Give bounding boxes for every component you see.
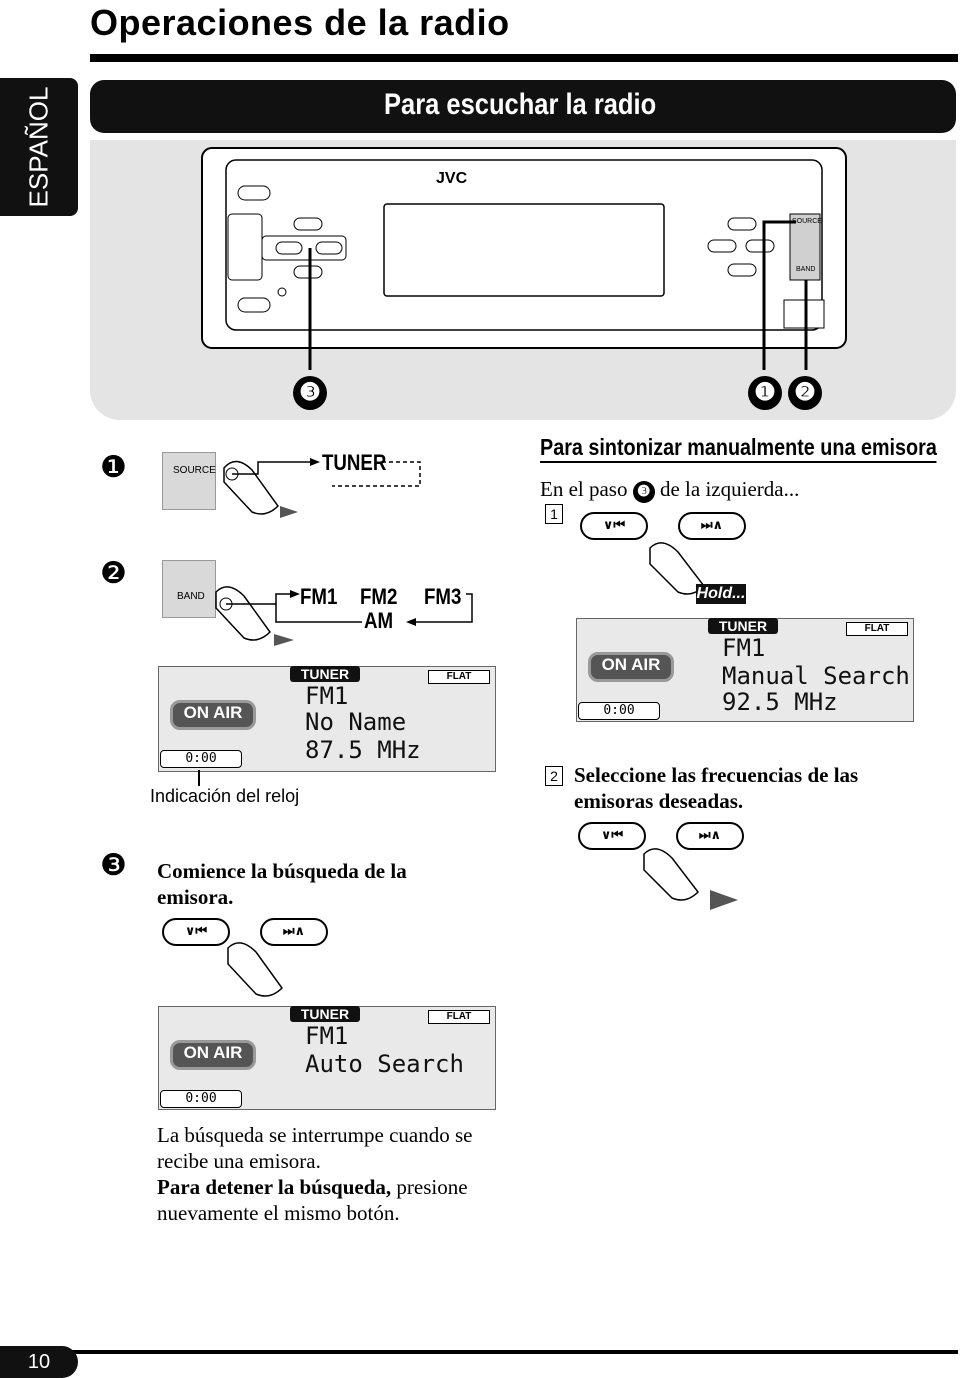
lcd2-clock: 0:00 [160, 750, 242, 768]
clock-pointer-line [198, 770, 200, 786]
manual2-up-button[interactable]: ⏭∧ [676, 822, 744, 850]
fm3-label: FM3 [424, 584, 462, 609]
section-title: Para escuchar la radio [383, 88, 656, 121]
lcd2-line1: FM1 [305, 682, 349, 710]
lcd2-tuner-label: TUNER [290, 666, 360, 682]
car-stereo-illustration [201, 147, 847, 370]
manual2-finger-arrow [643, 848, 738, 910]
lcdm-on-air-icon: ON AIR [588, 652, 674, 682]
clock-caption: Indicación del reloj [150, 786, 300, 806]
lcd3-tuner-label: TUNER [290, 1006, 360, 1022]
callout-step2: ❷ [788, 376, 822, 410]
unit-source-label: SOURCE [792, 218, 822, 225]
step3-note1: La búsqueda se interrumpe cuando se reci… [157, 1123, 473, 1173]
tuner-sequence-label: TUNER [322, 450, 387, 475]
step2-finger-arrows [215, 586, 473, 646]
step3-number: ❸ [100, 849, 127, 882]
band-key-label: BAND [177, 591, 205, 602]
band-key: BAND [162, 560, 216, 618]
callout-step3: ❸ [293, 376, 327, 410]
lcdm-line2: Manual Search [722, 662, 910, 690]
manual-intro-step: ❸ [632, 481, 655, 503]
language-tab: ESPAÑOL [0, 78, 78, 216]
lcdm-line3: 92.5 MHz [722, 688, 838, 716]
seek-down-button[interactable]: ∨⏮ [162, 918, 230, 946]
callout-step1: ❶ [748, 376, 782, 410]
page-number: 10 [0, 1346, 78, 1378]
step3-text: Comience la búsqueda de la emisora. [157, 859, 407, 909]
source-key: SOURCE [162, 452, 216, 510]
lcd3-flat-label: FLAT [428, 1010, 490, 1024]
seek-up-button[interactable]: ⏭∧ [260, 918, 328, 946]
lcdm-line1: FM1 [722, 634, 766, 662]
footer-rule [40, 1350, 958, 1354]
lcd3-line1: FM1 [305, 1022, 349, 1050]
step3-note2-bold: Para detener la búsqueda, [157, 1175, 392, 1199]
hold-badge: Hold... [696, 584, 746, 604]
step2-number: ❷ [100, 557, 127, 590]
fm1-label: FM1 [300, 584, 338, 609]
substep2-number: 2 [545, 766, 563, 786]
lcd3-line2: Auto Search [305, 1050, 464, 1078]
page-title: Operaciones de la radio [90, 2, 510, 43]
fm2-label: FM2 [360, 584, 398, 609]
manual-tuning-heading: Para sintonizar manualmente una emisora [540, 434, 937, 463]
manual-intro-post: de la izquierda... [654, 477, 800, 501]
step3-note2: Para detener la búsqueda, presione nueva… [157, 1174, 497, 1226]
lcd2-on-air-icon: ON AIR [170, 700, 256, 730]
unit-band-label: BAND [796, 266, 816, 273]
step3-note2-rest: presione nuevamente el mismo botón. [157, 1175, 468, 1225]
lcd2-flat-label: FLAT [428, 670, 490, 684]
step1-finger-arrows [223, 458, 421, 518]
step3-finger-icon [227, 942, 283, 997]
lcd2-line3: 87.5 MHz [305, 736, 421, 764]
substep1-number: 1 [545, 504, 563, 524]
manual-up-button[interactable]: ⏭∧ [678, 512, 746, 540]
lcd3-on-air-icon: ON AIR [170, 1040, 256, 1070]
brand-logo: JVC [436, 170, 468, 187]
manual-down-button[interactable]: ∨⏮ [580, 512, 648, 540]
step1-number: ❶ [100, 451, 127, 484]
section-header: Para escuchar la radio [90, 80, 956, 133]
title-rule [90, 54, 958, 62]
lcd2-line2: No Name [305, 708, 407, 736]
lcd3-clock: 0:00 [160, 1090, 242, 1108]
manual2-down-button[interactable]: ∨⏮ [578, 822, 646, 850]
manual-intro-pre: En el paso [540, 477, 633, 501]
language-label: ESPAÑOL [23, 86, 54, 208]
am-label: AM [364, 608, 394, 633]
lcdm-tuner-label: TUNER [708, 618, 778, 634]
lcdm-clock: 0:00 [578, 702, 660, 720]
lcdm-flat-label: FLAT [846, 622, 908, 636]
source-key-label: SOURCE [173, 465, 216, 476]
manual-intro: En el paso ❸ de la izquierda... [540, 476, 799, 503]
substep2-text: Seleccione las frecuencias de las emisor… [574, 763, 859, 813]
